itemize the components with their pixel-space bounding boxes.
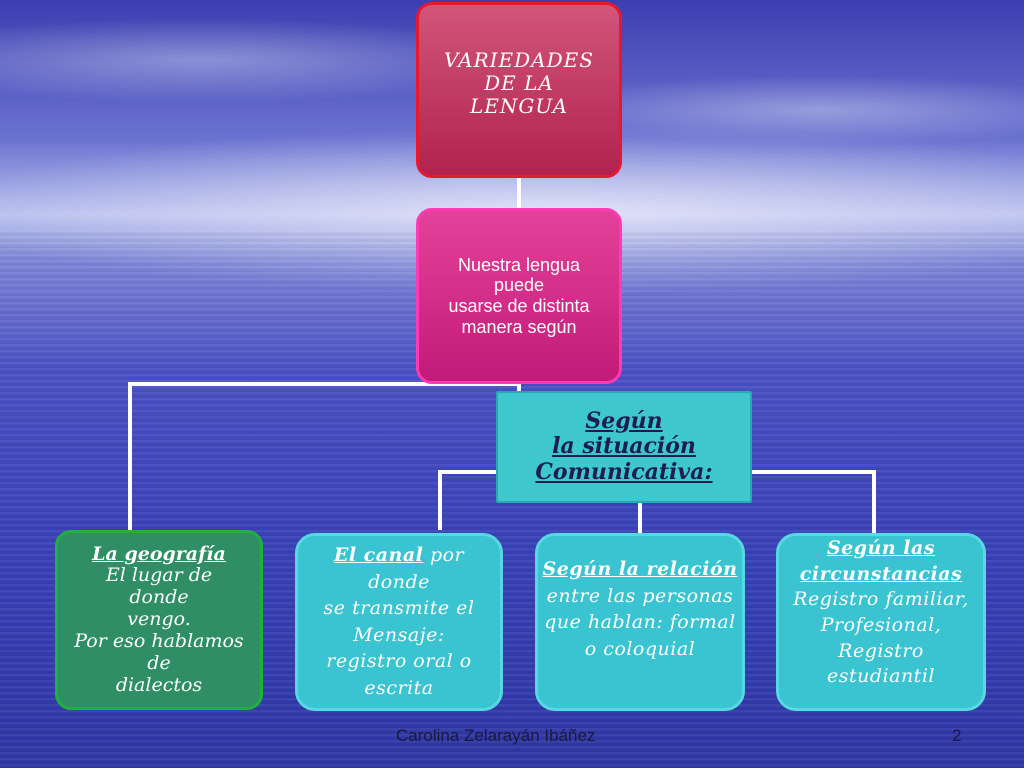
node-intro-line: Nuestra lengua — [457, 254, 581, 275]
node-intro-line: usarse de distinta — [448, 296, 590, 316]
node-relacion-line: entre las personas — [546, 584, 734, 607]
node-canal-line: se transmite el — [323, 597, 475, 620]
node-canal-heading-tail: por — [423, 544, 465, 566]
node-canal-line: donde — [368, 570, 430, 593]
node-canal-heading: El canal — [333, 544, 424, 566]
node-geografia-line: de — [147, 651, 171, 674]
node-intro: Nuestra lengua puede usarse de distinta … — [416, 208, 622, 384]
connector-intro-geography — [128, 382, 519, 530]
node-situacion-line: Según — [585, 408, 663, 435]
node-canal-line: Mensaje: — [353, 623, 445, 646]
node-relacion-line: que hablan: formal — [544, 611, 736, 634]
slide-number: 2 — [952, 726, 962, 745]
node-geografia-line: Por eso hablamos — [74, 629, 244, 652]
footer-author: Carolina Zelarayán Ibáñez — [396, 726, 596, 745]
node-circunstancias-line: estudiantil — [827, 665, 935, 688]
node-geografia-line: El lugar de — [105, 564, 213, 587]
node-variedades-line: VARIEDADES — [444, 48, 594, 72]
node-situacion-line: la situación — [552, 433, 696, 460]
node-variedades-line: LENGUA — [469, 94, 569, 118]
node-variedades-line: DE LA — [484, 71, 554, 95]
node-relacion-line: o coloquial — [584, 637, 696, 660]
node-relacion: Según la relación entre las personas que… — [535, 533, 745, 711]
node-circunstancias-line: Registro familiar, — [793, 588, 969, 611]
node-variedades: VARIEDADES DE LA LENGUA — [416, 2, 622, 178]
node-geografia-line: donde — [129, 586, 189, 609]
node-canal-line: escrita — [364, 676, 434, 699]
node-geografia-heading: La geografía — [92, 542, 226, 565]
node-relacion-heading: Según la relación — [542, 558, 738, 580]
node-situacion: Según la situación Comunicativa: — [496, 391, 752, 503]
node-circunstancias-heading: circunstancias — [799, 562, 963, 585]
node-geografia: La geografía El lugar de donde vengo. Po… — [55, 530, 263, 710]
node-intro-line: puede — [493, 275, 545, 296]
node-circunstancias-heading: Según las — [826, 537, 936, 559]
node-geografia-line: dialectos — [115, 673, 203, 696]
node-circunstancias-line: Profesional, — [820, 613, 942, 636]
node-intro-line: manera según — [461, 316, 577, 337]
node-circunstancias-line: Registro — [838, 639, 924, 662]
node-canal-line: registro oral o — [326, 650, 472, 673]
node-geografia-line: vengo. — [127, 608, 191, 631]
node-circunstancias: Según las circunstancias Registro famili… — [776, 533, 986, 711]
node-situacion-line: Comunicativa: — [535, 458, 713, 485]
node-canal: El canal por donde se transmite el Mensa… — [295, 533, 503, 711]
node-canal-heading-row: El canal por — [334, 542, 464, 569]
